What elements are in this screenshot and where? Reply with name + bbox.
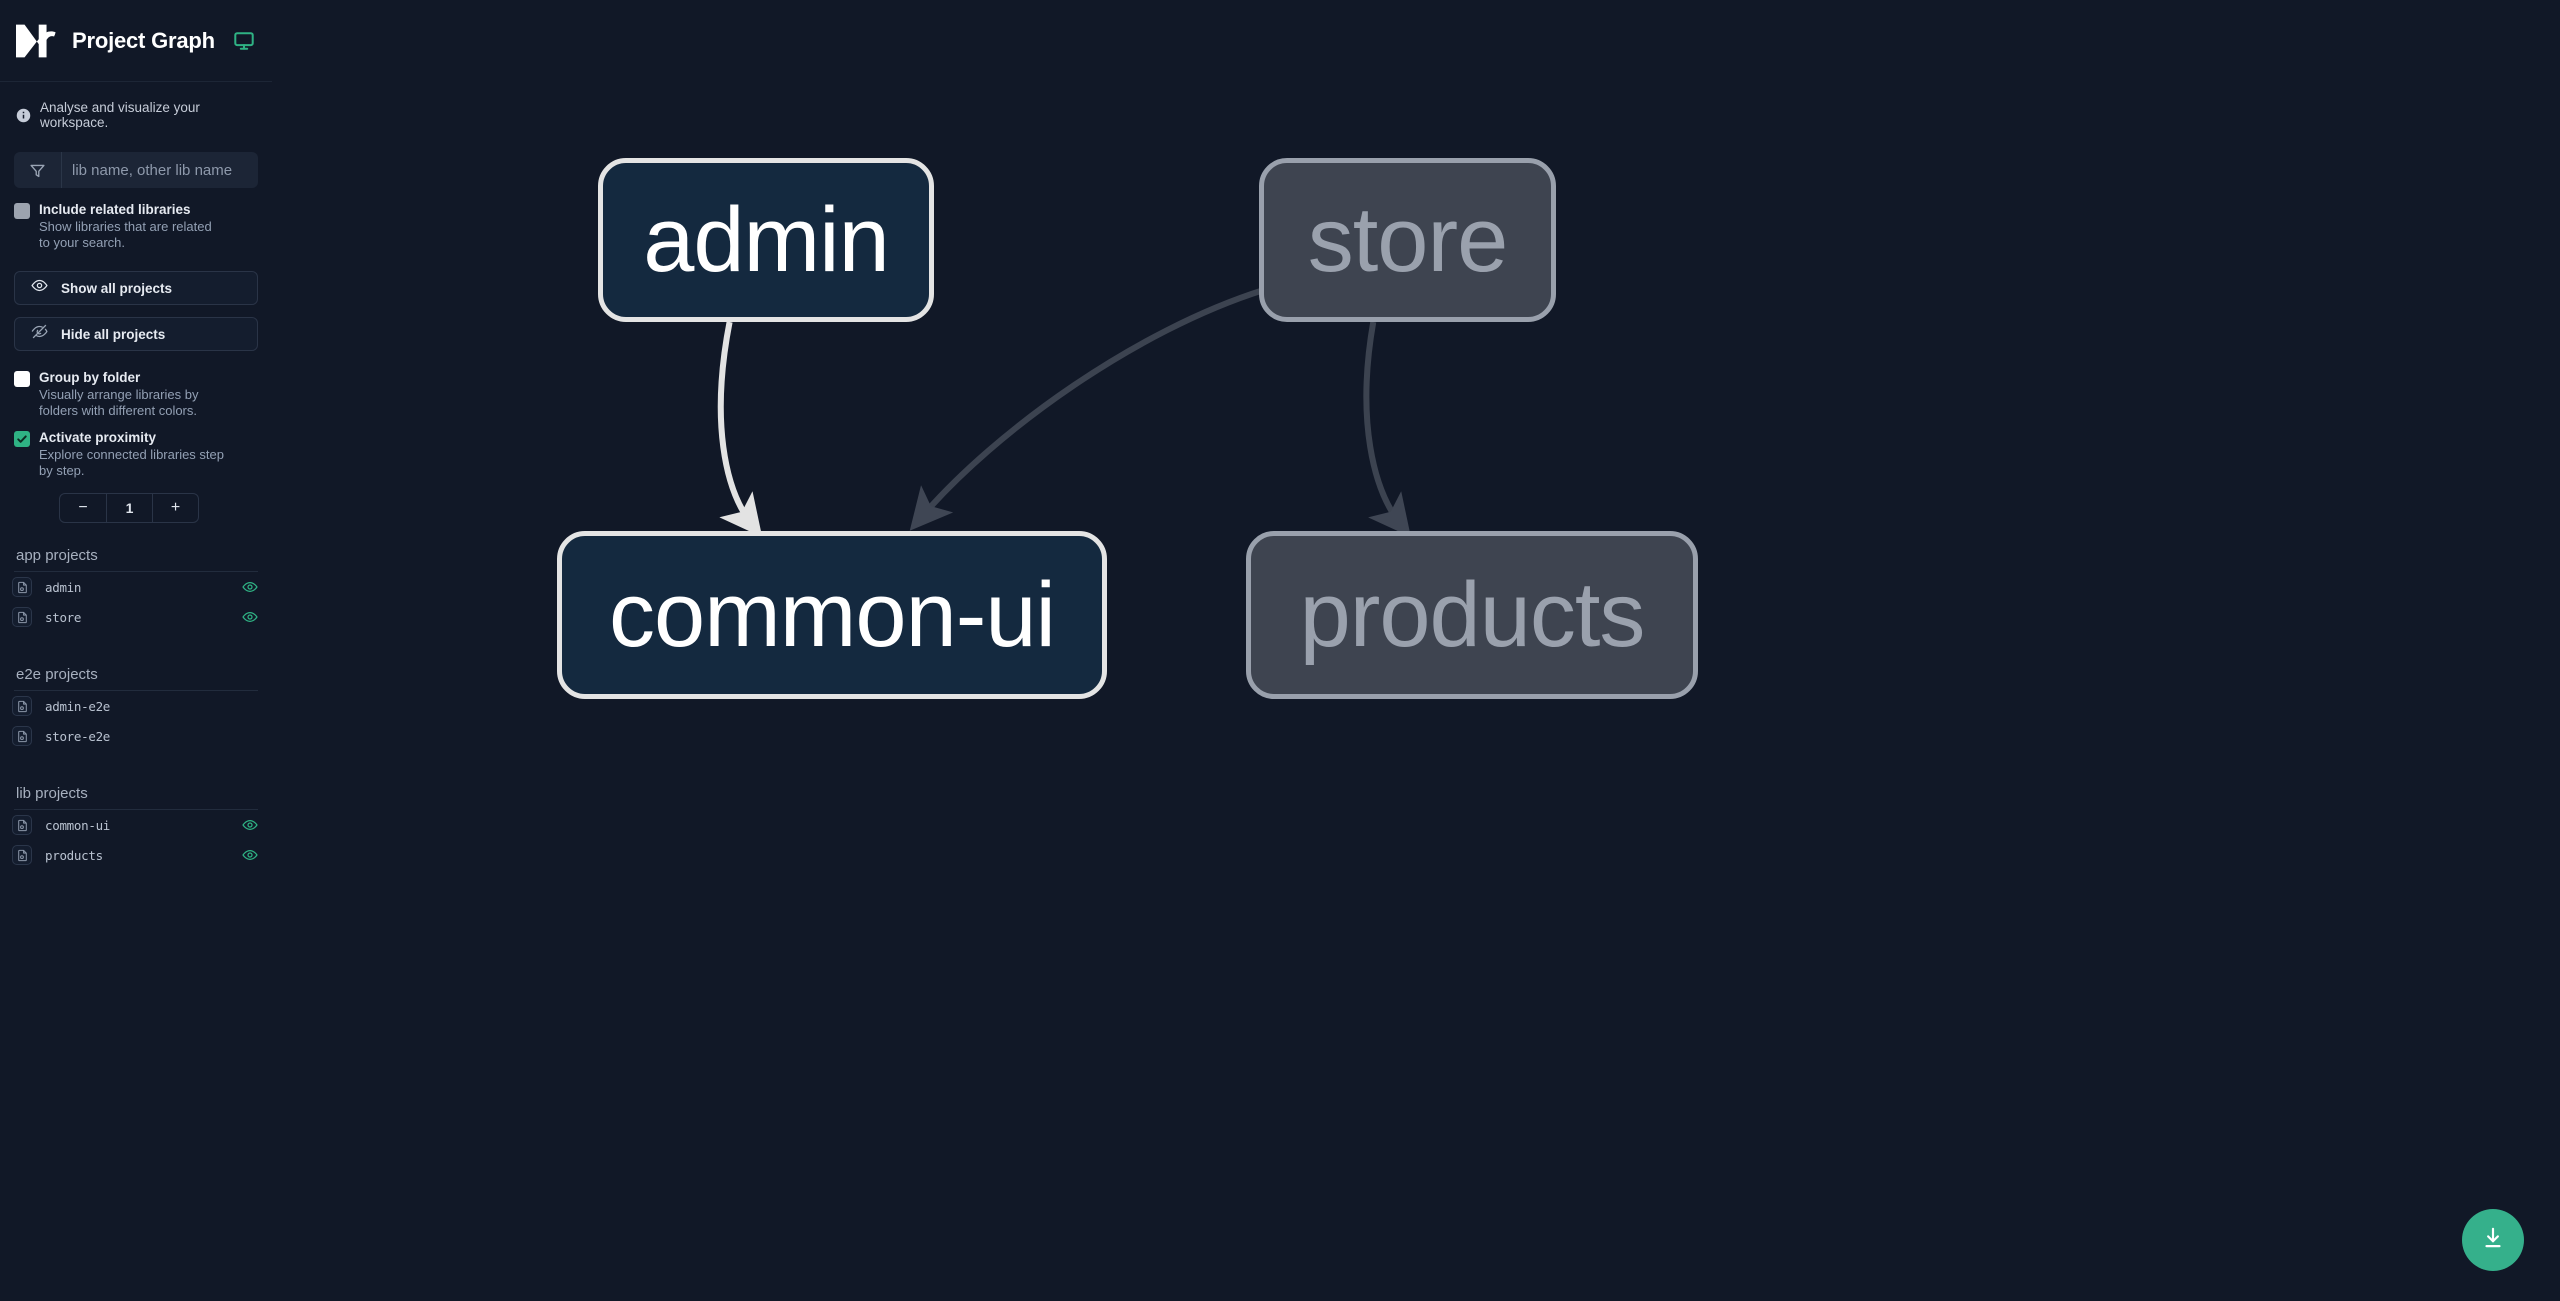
eye-icon[interactable]	[242, 847, 258, 863]
project-group-heading: e2e projects	[14, 658, 258, 691]
project-name: store	[45, 609, 82, 625]
project-file-icon	[12, 577, 32, 597]
download-graph-button[interactable]	[2462, 1209, 2524, 1271]
group-spacer	[0, 751, 272, 777]
info-icon	[16, 108, 31, 123]
project-list-item-common-ui[interactable]: common-ui	[0, 810, 272, 840]
tagline-text: Analyse and visualize your workspace.	[40, 100, 200, 130]
group-spacer	[0, 632, 272, 658]
graph-node-admin[interactable]: admin	[598, 158, 934, 322]
graph-node-label: products	[1299, 564, 1646, 666]
proximity-increment-button[interactable]: +	[152, 494, 198, 522]
graph-node-common-ui[interactable]: common-ui	[557, 531, 1107, 699]
graph-node-label: store	[1307, 189, 1509, 291]
eye-icon[interactable]	[242, 817, 258, 833]
search-input[interactable]	[62, 152, 258, 188]
project-name: products	[45, 847, 103, 863]
project-list-item-admin[interactable]: admin	[0, 572, 272, 602]
filter-funnel-icon[interactable]	[14, 152, 62, 188]
search-box[interactable]	[14, 152, 258, 188]
project-list-item-admin-e2e[interactable]: admin-e2e	[0, 691, 272, 721]
eye-off-icon	[31, 323, 48, 345]
hide-all-projects-button[interactable]: Hide all projects	[14, 317, 258, 351]
show-all-projects-label: Show all projects	[61, 280, 173, 296]
proximity-value: 1	[106, 494, 152, 522]
sidebar-header: Project Graph	[0, 0, 272, 82]
edge-store-to-common-ui	[909, 287, 1265, 531]
project-groups: app projects admin store e2e projects ad…	[0, 539, 272, 870]
project-group-heading: lib projects	[14, 777, 258, 810]
option-title: Group by folder	[39, 370, 141, 385]
project-name: common-ui	[45, 817, 111, 833]
option-description: Visually arrange libraries by folders wi…	[39, 387, 199, 418]
eye-icon-placeholder	[242, 728, 258, 744]
edge-admin-to-common-ui	[717, 321, 763, 538]
download-icon	[2480, 1225, 2506, 1256]
eye-icon	[31, 277, 48, 299]
graph-node-label: common-ui	[608, 564, 1056, 666]
project-group-heading: app projects	[14, 539, 258, 572]
project-list-item-store-e2e[interactable]: store-e2e	[0, 721, 272, 751]
eye-icon-placeholder	[242, 698, 258, 714]
option-activate-proximity[interactable]: Activate proximity Explore connected lib…	[0, 419, 272, 479]
checkbox-include-related-libraries[interactable]	[14, 203, 30, 219]
project-file-icon	[12, 815, 32, 835]
graph-node-label: admin	[643, 189, 890, 291]
option-include-related-libraries[interactable]: Include related libraries Show libraries…	[0, 188, 272, 251]
option-group-by-folder[interactable]: Group by folder Visually arrange librari…	[0, 351, 272, 419]
graph-canvas[interactable]: admin store common-ui products	[272, 0, 2560, 1301]
monitor-icon[interactable]	[229, 30, 255, 52]
graph-edges	[717, 287, 1411, 538]
nx-logo-icon	[14, 21, 58, 61]
project-file-icon	[12, 607, 32, 627]
project-file-icon	[12, 845, 32, 865]
project-file-icon	[12, 696, 32, 716]
eye-icon[interactable]	[242, 609, 258, 625]
checkbox-group-by-folder[interactable]	[14, 371, 30, 387]
tagline: Analyse and visualize your workspace.	[0, 82, 272, 136]
proximity-decrement-button[interactable]: −	[78, 499, 88, 516]
proximity-stepper: − 1 +	[0, 493, 258, 523]
project-list-item-products[interactable]: products	[0, 840, 272, 870]
project-name: admin-e2e	[45, 698, 111, 714]
option-title: Include related libraries	[39, 202, 191, 217]
option-title: Activate proximity	[39, 430, 157, 445]
eye-icon[interactable]	[242, 579, 258, 595]
option-description: Explore connected libraries step by step…	[39, 447, 224, 478]
project-name: store-e2e	[45, 728, 111, 744]
option-description: Show libraries that are related to your …	[39, 219, 212, 250]
checkbox-activate-proximity[interactable]	[14, 431, 30, 447]
hide-all-projects-label: Hide all projects	[61, 326, 166, 342]
sidebar: Project Graph Analyse and visualize your…	[0, 0, 285, 1301]
graph-node-store[interactable]: store	[1259, 158, 1556, 322]
page-title: Project Graph	[72, 27, 215, 53]
show-all-projects-button[interactable]: Show all projects	[14, 271, 258, 305]
project-file-icon	[12, 726, 32, 746]
graph-node-products[interactable]: products	[1246, 531, 1698, 699]
project-name: admin	[45, 579, 82, 595]
edge-store-to-products	[1363, 321, 1411, 538]
project-list-item-store[interactable]: store	[0, 602, 272, 632]
